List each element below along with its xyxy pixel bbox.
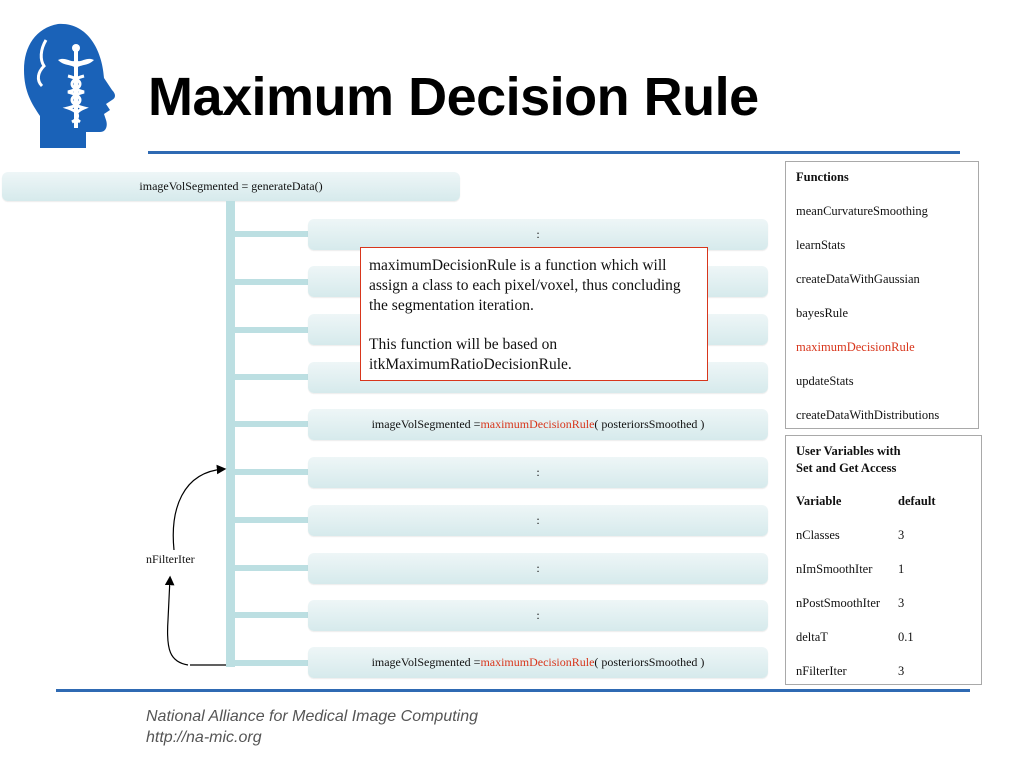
footer-divider	[56, 689, 970, 692]
call-arguments: ( posteriorsSmoothed )	[594, 655, 705, 669]
flow-step-ellipsis: :	[308, 600, 768, 631]
flow-connector-branch	[235, 517, 308, 523]
footer-url[interactable]: http://na-mic.org	[146, 729, 262, 746]
callout-implementation-note: This function will be based on itkMaximu…	[369, 336, 572, 373]
function-item: learnStats	[796, 238, 846, 252]
variable-row: deltaT 0.1	[796, 630, 971, 664]
variable-name: nImSmoothIter	[796, 562, 873, 576]
footer-organization: National Alliance for Medical Image Comp…	[146, 708, 479, 725]
variable-default: 1	[898, 562, 905, 576]
call-arguments: ( posteriorsSmoothed )	[594, 417, 705, 431]
function-item: createDataWithDistributions	[796, 408, 940, 422]
flow-connector-branch	[235, 469, 308, 475]
variable-column-header: Variable	[796, 494, 842, 508]
maximum-decision-rule-call-bar: imageVolSegmented = maximumDecisionRule(…	[308, 647, 768, 678]
loop-count-label: nFilterIter	[146, 552, 195, 566]
flow-connector-branch	[235, 279, 308, 285]
variable-row: nClasses 3	[796, 528, 971, 562]
variables-header-row: Variable default	[796, 494, 971, 528]
variable-name: nFilterIter	[796, 664, 847, 678]
flow-step-ellipsis: :	[308, 457, 768, 488]
variable-row: nPostSmoothIter 3	[796, 596, 971, 630]
variable-default: 3	[898, 664, 905, 678]
variable-name: deltaT	[796, 630, 828, 644]
flow-connector-branch	[235, 327, 308, 333]
function-item-active: maximumDecisionRule	[796, 340, 915, 354]
function-item: updateStats	[796, 374, 854, 388]
flow-connector-branch	[235, 612, 308, 618]
callout-description: maximumDecisionRule is a function which …	[369, 257, 681, 314]
flow-connector-branch	[235, 374, 308, 380]
head-caduceus-logo-icon	[24, 23, 115, 148]
title-divider	[148, 151, 960, 154]
flow-connector-trunk	[226, 201, 235, 667]
flow-connector-branch	[235, 565, 308, 571]
call-assignment: imageVolSegmented =	[371, 655, 481, 669]
user-variables-panel: User Variables with Set and Get Access V…	[785, 435, 982, 685]
maximum-decision-rule-call-bar: imageVolSegmented = maximumDecisionRule(…	[308, 409, 768, 440]
variable-default: 3	[898, 528, 905, 542]
default-column-header: default	[898, 494, 936, 508]
variable-default: 0.1	[898, 630, 914, 644]
callout-box: maximumDecisionRule is a function which …	[360, 247, 708, 381]
flow-step-ellipsis: :	[308, 505, 768, 536]
functions-heading: Functions	[796, 170, 849, 184]
call-function-name: maximumDecisionRule	[480, 655, 595, 669]
variables-heading: User Variables with	[796, 444, 901, 458]
generate-data-call-bar: imageVolSegmented = generateData()	[2, 172, 460, 201]
function-item: bayesRule	[796, 306, 849, 320]
call-assignment: imageVolSegmented =	[371, 417, 481, 431]
variable-name: nPostSmoothIter	[796, 596, 881, 610]
footer: National Alliance for Medical Image Comp…	[146, 706, 478, 748]
call-function-name: maximumDecisionRule	[480, 417, 595, 431]
flow-connector-branch	[235, 231, 308, 237]
variable-row: nImSmoothIter 1	[796, 562, 971, 596]
flow-step-ellipsis: :	[308, 219, 768, 250]
slide-title: Maximum Decision Rule	[148, 67, 759, 127]
loop-arrow-icon	[164, 464, 227, 666]
variables-subheading: Set and Get Access	[796, 461, 897, 475]
functions-panel: Functions meanCurvatureSmoothing learnSt…	[785, 161, 979, 429]
variable-default: 3	[898, 596, 905, 610]
function-item: meanCurvatureSmoothing	[796, 204, 928, 218]
flow-step-ellipsis: :	[308, 553, 768, 584]
variable-row: nFilterIter 3	[796, 664, 971, 698]
variable-name: nClasses	[796, 528, 840, 542]
function-item: createDataWithGaussian	[796, 272, 920, 286]
flow-connector-branch	[235, 660, 308, 666]
flow-connector-branch	[235, 421, 308, 427]
